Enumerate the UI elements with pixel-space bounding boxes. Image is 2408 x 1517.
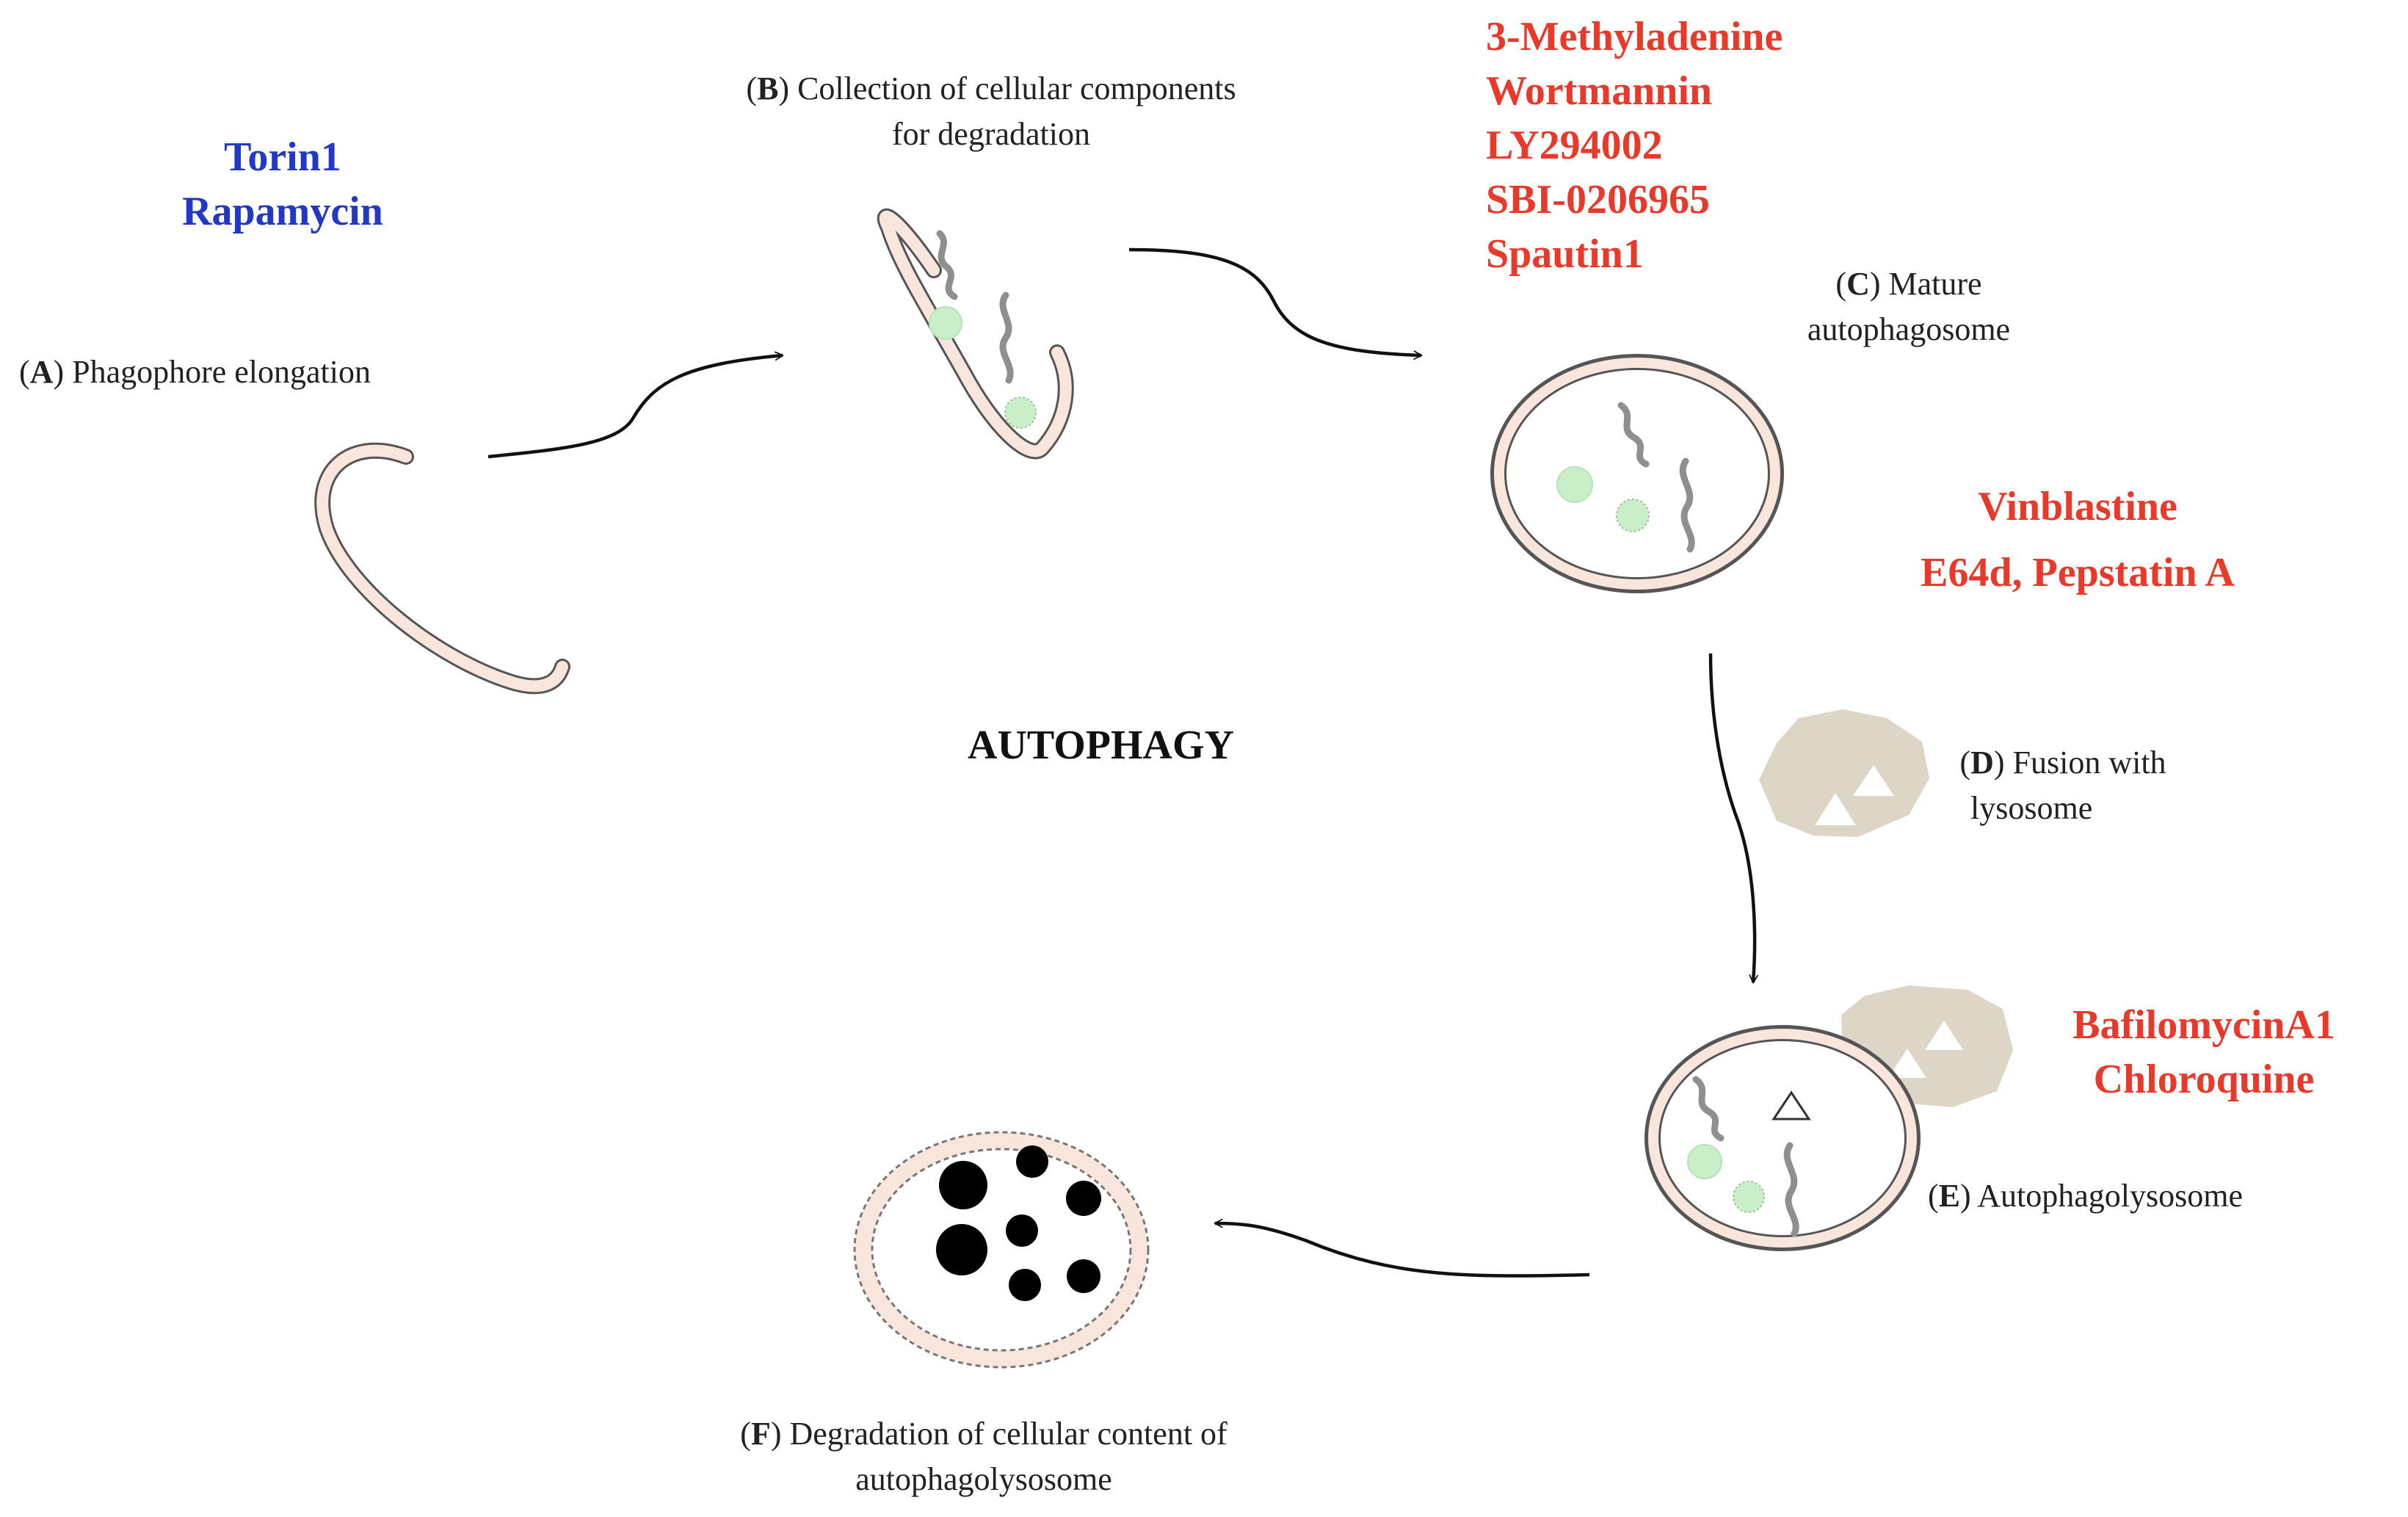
degraded-vesicle-icon [853,1131,1150,1369]
cargo-vesicle-icon [877,208,1074,460]
step-c-line2: autophagosome [1807,311,2011,347]
step-f-letter: F [750,1416,771,1452]
step-c-label: (C) Mature autophagosome [1769,261,2048,352]
step-f-line2: autophagolysosome [855,1460,1112,1497]
diagram-title: AUTOPHAGY [968,723,1234,768]
lysosome-icon [1759,709,1929,837]
step-c-line1: Mature [1888,266,1982,302]
step-a-letter: A [29,354,54,390]
step-b-label: (B) Collection of cellular components fo… [624,66,1358,156]
drug-name: E64d, Pepstatin A [1921,549,2235,595]
step-a-label: (A) Phagophore elongation [19,354,371,390]
drug-name: BafilomycinA1 [2072,1002,2335,1048]
drug-name: 3-Methyladenine [1486,14,1783,59]
early-inhibitor-list: 3-Methyladenine Wortmannin LY294002 SBI-… [1486,10,1783,282]
mid-inhibitor-list: Vinblastine E64d, Pepstatin A [1894,480,2261,601]
step-d-letter: D [1970,745,1994,781]
drug-name: Wortmannin [1486,68,1713,114]
step-b-line2: for degradation [892,115,1090,152]
drug-name: SBI-0206965 [1486,176,1710,222]
step-b-letter: B [757,70,779,106]
step-d-line2: lysosome [1970,789,2093,826]
step-c-letter: C [1846,266,1870,302]
autophagolysosome-icon [1644,1025,1921,1251]
drug-name: LY294002 [1486,122,1663,168]
drug-name: Chloroquine [2093,1056,2315,1102]
step-e-text: Autophagolysosome [1977,1178,2244,1214]
drug-name: Vinblastine [1978,484,2177,529]
arrow-icon [1128,247,1423,360]
step-f-label: (F) Degradation of cellular content of a… [617,1411,1351,1502]
step-f-line1: Degradation of cellular content of [789,1416,1227,1452]
inducer-drug-list: Torin1 Rapamycin [154,131,411,239]
arrow-icon [1214,1218,1590,1278]
step-e-label: (E) Autophagolysosome [1928,1178,2244,1214]
arrow-icon [1708,653,1758,984]
arrow-icon [487,351,784,459]
step-a-text: Phagophore elongation [72,354,371,390]
autophagosome-icon [1490,354,1784,593]
drug-name: Torin1 [224,134,341,180]
drug-name: Spautin1 [1486,231,1644,277]
step-d-line1: Fusion with [2012,745,2166,781]
drug-name: Rapamycin [182,188,383,234]
step-d-label: (D) Fusion with lysosome [1923,740,2202,830]
late-inhibitor-list: BafilomycinA1 Chloroquine [2020,999,2387,1107]
step-e-letter: E [1938,1178,1961,1214]
phagophore-icon [316,444,568,692]
step-b-line1: Collection of cellular components [797,70,1236,106]
